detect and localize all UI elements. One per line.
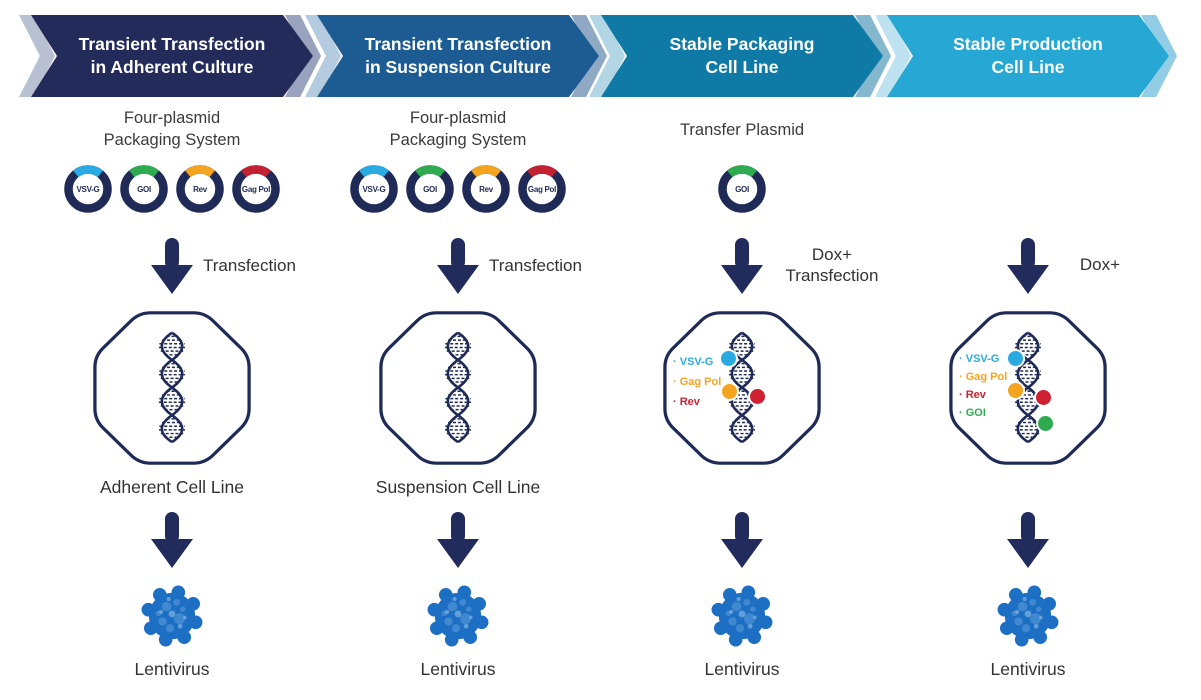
- column-suspension-transient: Transient Transfection in Suspension Cul…: [305, 0, 607, 700]
- subtitle-line1: Transfer Plasmid: [679, 121, 805, 139]
- legend-label: Gag Pol: [965, 371, 1008, 383]
- step-label-line1: Dox+: [811, 245, 853, 264]
- column-stable-packaging: Stable Packaging Cell Line Transfer Plas…: [589, 0, 891, 700]
- down-arrow-icon: [1007, 238, 1049, 294]
- column-adherent-transient: Transient Transfection in Adherent Cultu…: [19, 0, 321, 700]
- gag-pol-dot: [722, 384, 737, 399]
- header-banner: Transient Transfection in Suspension Cul…: [317, 15, 599, 97]
- plasmid-label: GOI: [423, 184, 437, 194]
- plasmid-label: GOI: [137, 184, 151, 194]
- vsv-g-dot: [1008, 351, 1023, 366]
- down-arrow-icon: [721, 512, 763, 568]
- output-label: Lentivirus: [990, 659, 1066, 679]
- step-label: Transfection: [489, 256, 582, 275]
- dna-helix-icon: [90, 308, 254, 468]
- plasmid-ring-icon: VSV-G: [348, 163, 400, 215]
- legend-label: Gag Pol: [679, 376, 722, 388]
- octagon-cell-icon: [90, 308, 254, 468]
- legend-label: VSV-G: [965, 353, 1000, 365]
- vsv-g-dot: [721, 351, 736, 366]
- cell-line-label: Adherent Cell Line: [100, 477, 244, 497]
- plasmid-label: Gag Pol: [527, 184, 557, 194]
- subtitle-line1: Four-plasmid: [409, 109, 507, 127]
- virus-icon: [427, 585, 489, 647]
- legend-item-rev: · Rev: [959, 389, 986, 401]
- output-label: Lentivirus: [420, 659, 496, 679]
- virus-icon: [141, 585, 203, 647]
- plasmid-ring-icon: Gag Pol: [230, 163, 282, 215]
- down-arrow-icon: [437, 512, 479, 568]
- down-arrow-icon: [151, 238, 193, 294]
- output-label: Lentivirus: [704, 659, 780, 679]
- legend-item-rev: · Rev: [673, 396, 700, 408]
- plasmid-ring-icon: GOI: [118, 163, 170, 215]
- plasmid-label: GOI: [735, 184, 749, 194]
- header-line1: Transient Transfection: [364, 34, 552, 54]
- legend-label: Rev: [679, 396, 700, 408]
- header-banner: Stable Production Cell Line: [887, 15, 1169, 97]
- header-line2: Cell Line: [991, 57, 1065, 77]
- header-line2: Cell Line: [705, 57, 779, 77]
- down-arrow-icon: [437, 238, 479, 294]
- legend-label: Rev: [965, 389, 986, 401]
- legend-item-gag-pol: · Gag Pol: [673, 376, 722, 388]
- legend-item-vsv-g: · VSV-G: [959, 353, 1000, 365]
- header-line2: in Adherent Culture: [90, 57, 254, 77]
- plasmid-section-title: Four-plasmid Packaging System: [317, 108, 599, 151]
- legend-item-gag-pol: · Gag Pol: [959, 371, 1008, 383]
- plasmid-ring-icon: Rev: [460, 163, 512, 215]
- down-arrow-icon: [1007, 512, 1049, 568]
- plasmid-row: VSV-G GOI Rev Gag Pol: [62, 163, 282, 215]
- step-label: Dox+: [1079, 255, 1121, 274]
- plasmid-label: Rev: [193, 184, 207, 194]
- legend-label: VSV-G: [679, 356, 714, 368]
- header-banner: Stable Packaging Cell Line: [601, 15, 883, 97]
- plasmid-label: Rev: [479, 184, 493, 194]
- plasmid-section-title: Four-plasmid Packaging System: [31, 108, 313, 151]
- cell-line-label: Suspension Cell Line: [375, 477, 541, 497]
- step-label: Dox+ Transfection: [767, 244, 897, 286]
- step-label: Transfection: [203, 256, 296, 275]
- down-arrow-icon: [151, 512, 193, 568]
- plasmid-ring-icon: GOI: [716, 163, 768, 215]
- header-banner: Transient Transfection in Adherent Cultu…: [31, 15, 313, 97]
- virus-icon: [997, 585, 1059, 647]
- octagon-legend: · VSV-G · Gag Pol · Rev: [673, 356, 721, 408]
- plasmid-row: VSV-G GOI Rev Gag Pol: [348, 163, 568, 215]
- plasmid-ring-icon: Gag Pol: [516, 163, 568, 215]
- step-label-line2: Transfection: [785, 266, 879, 285]
- plasmid-label: Gag Pol: [241, 184, 271, 194]
- octagon-cell-icon: [376, 308, 540, 468]
- legend-item-vsv-g: · VSV-G: [673, 356, 714, 368]
- plasmid-label: VSV-G: [362, 184, 386, 194]
- down-arrow-icon: [721, 238, 763, 294]
- legend-item-goi: · GOI: [959, 407, 986, 419]
- header-line2: in Suspension Culture: [365, 57, 551, 77]
- subtitle-line1: Four-plasmid: [123, 109, 221, 127]
- header-line1: Stable Packaging: [669, 34, 815, 54]
- plasmid-ring-icon: GOI: [404, 163, 456, 215]
- octagon-legend: · VSV-G · Gag Pol · Rev · GOI: [959, 353, 1007, 419]
- rev-dot: [750, 389, 765, 404]
- dna-helix-icon: [376, 308, 540, 468]
- plasmid-ring-icon: Rev: [174, 163, 226, 215]
- gag-pol-dot: [1008, 383, 1023, 398]
- subtitle-line2: Packaging System: [389, 130, 527, 149]
- header-line1: Stable Production: [953, 34, 1103, 54]
- octagon-cell-icon: · VSV-G · Gag Pol · Rev · GOI: [946, 308, 1110, 468]
- plasmid-section-title: Transfer Plasmid: [601, 120, 883, 142]
- column-stable-production: Stable Production Cell Line Dox+ · VSV-G…: [875, 0, 1177, 700]
- plasmid-row: GOI: [716, 163, 768, 215]
- subtitle-line2: Packaging System: [103, 130, 241, 149]
- rev-dot: [1036, 390, 1051, 405]
- output-label: Lentivirus: [134, 659, 210, 679]
- goi-dot: [1038, 416, 1053, 431]
- virus-icon: [711, 585, 773, 647]
- header-line1: Transient Transfection: [78, 34, 266, 54]
- legend-label: GOI: [965, 407, 986, 419]
- plasmid-label: VSV-G: [76, 184, 100, 194]
- octagon-cell-icon: · VSV-G · Gag Pol · Rev: [660, 308, 824, 468]
- plasmid-ring-icon: VSV-G: [62, 163, 114, 215]
